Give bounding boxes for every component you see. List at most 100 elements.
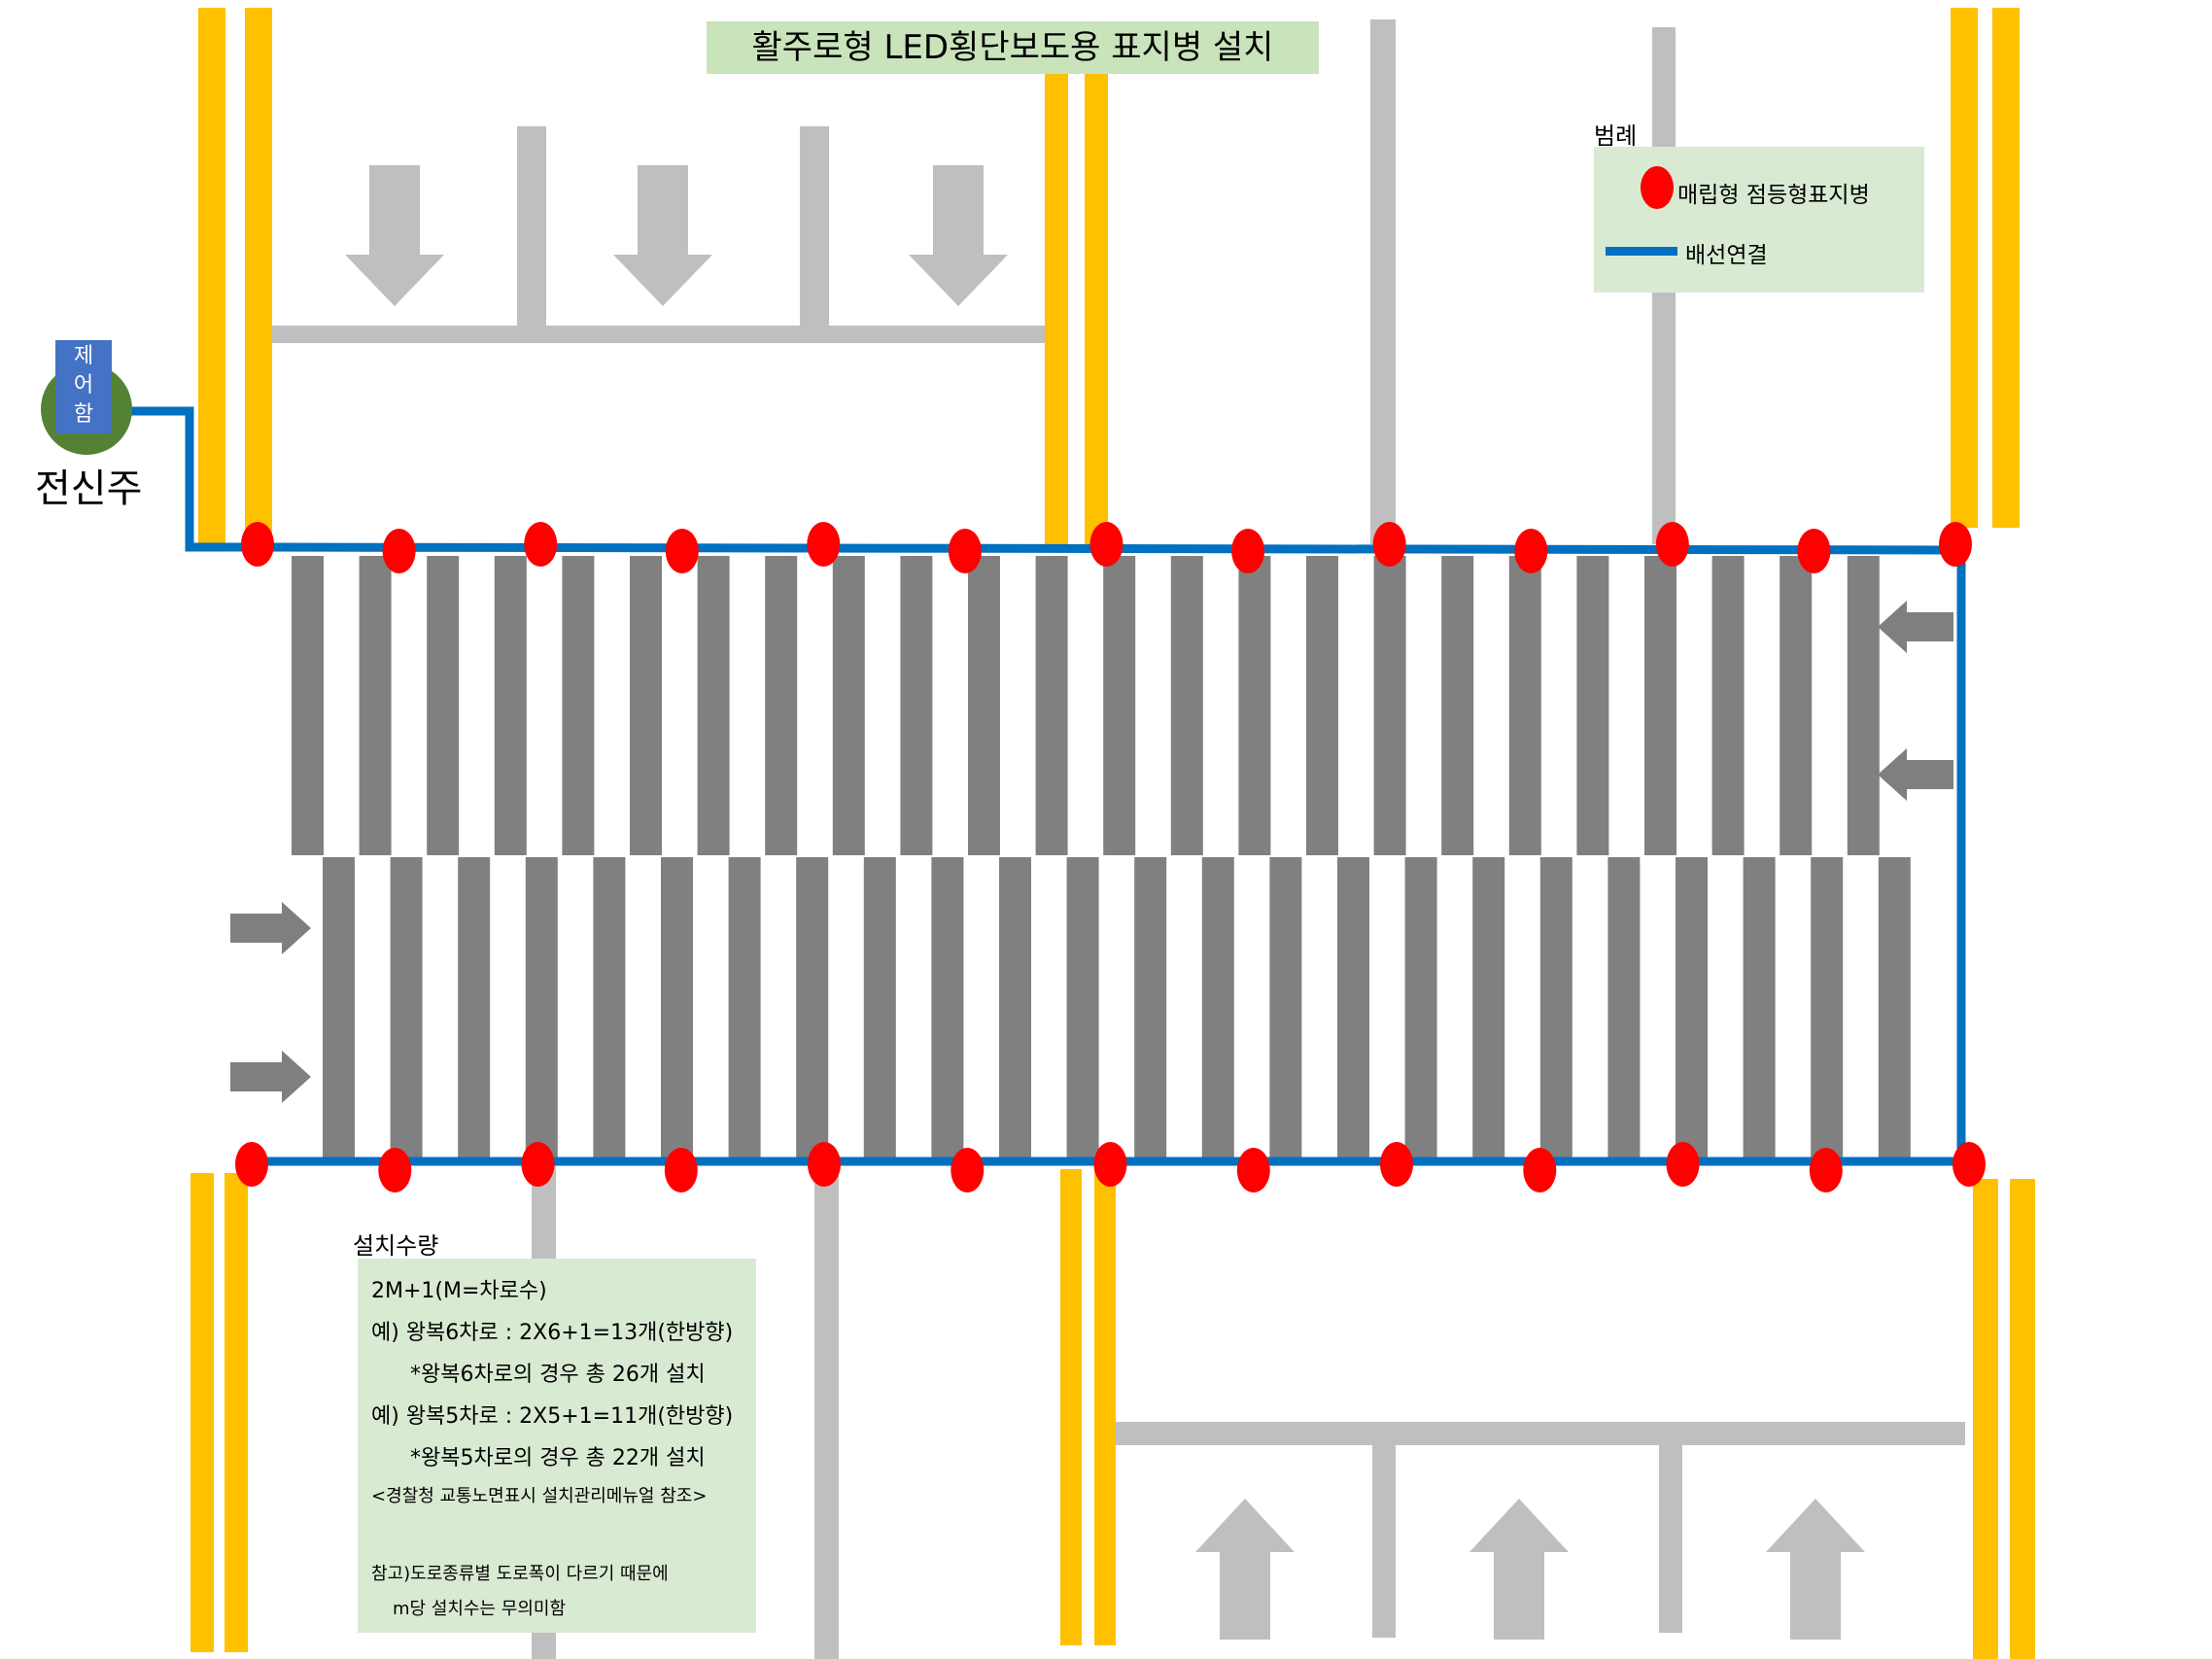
crosswalk-stripe [1134,857,1167,1158]
crosswalk-stripe [525,857,558,1158]
direction-arrows [230,165,1953,1640]
crosswalk-stripe [1269,857,1302,1158]
crosswalk-stripe [1238,556,1271,855]
led-stud [948,529,982,573]
crosswalk-stripe [1103,556,1136,855]
crosswalk-stripe [728,857,761,1158]
led-stud [1093,1142,1127,1187]
lane-divider [1659,1434,1682,1633]
led-stud [1655,522,1689,567]
led-stud [1089,522,1123,567]
center-line [225,1173,248,1652]
crosswalk-stripe [630,556,662,855]
crosswalk-stripe [427,556,460,855]
crosswalk-stripe [765,556,798,855]
quantity-heading: 설치수량 [353,1232,439,1260]
pole-label: 전신주 [35,467,143,511]
crosswalk-stripe [900,556,933,855]
quantity-note: *왕복6차로의 경우 총 26개 설치 [410,1363,706,1387]
quantity-example: 예) 왕복5차로 : 2X5+1=11개(한방향) [371,1404,734,1429]
crosswalk-stripe [1539,857,1573,1158]
crosswalk-stripe [1607,857,1641,1158]
center-line [1951,8,1978,528]
crosswalk-stripe [1878,857,1911,1158]
crosswalk-stripe [1066,857,1099,1158]
quantity-panel: 2M+1(M=차로수) 예) 왕복6차로 : 2X6+1=13개(한방향) *왕… [358,1259,756,1633]
led-stud [1953,1142,1986,1187]
crosswalk-stripe [1711,556,1745,855]
arrow-right-icon [230,1051,311,1103]
led-stud [1523,1148,1557,1192]
led-studs [235,522,1986,1192]
arrow-down-icon [909,165,1008,306]
lane-divider [800,126,829,335]
crosswalk-stripes [292,556,1911,1158]
center-line [190,1173,214,1652]
yellow-center-lines [190,8,2035,1659]
lane-divider [1372,1434,1396,1638]
center-line [1973,1179,1998,1659]
crosswalk-stripe [458,857,491,1158]
crosswalk-stripe [1035,556,1068,855]
led-stud [1231,529,1265,573]
crosswalk-stripe [1847,556,1880,855]
crosswalk-stripe [494,556,527,855]
center-line [1992,8,2020,528]
led-stud [665,529,699,573]
lane-divider [517,126,546,335]
stop-line-bottom [1115,1422,1965,1445]
crosswalk-stripe [390,857,423,1158]
center-line [1085,73,1108,547]
led-stud [1666,1142,1700,1187]
lane-divider [814,1161,839,1659]
arrow-right-icon [230,902,311,954]
led-stud [378,1148,412,1192]
crosswalk-stripe [1404,857,1437,1158]
crosswalk-stripe [1508,556,1541,855]
crosswalk-stripe [697,556,730,855]
crosswalk-stripe [1170,556,1203,855]
led-stud [950,1148,985,1192]
led-stud [664,1148,698,1192]
led-stud [807,522,841,567]
crosswalk-stripe [999,857,1031,1158]
led-stud [1236,1148,1270,1192]
legend-item-wiring: 배선연결 [1685,243,1768,268]
led-stud [1809,1148,1843,1192]
lane-divider [1370,19,1396,544]
arrow-left-icon [1878,748,1953,801]
center-line [245,8,272,547]
legend-heading: 범례 [1594,122,1638,150]
led-stud [1797,529,1831,573]
led-stud [235,1142,268,1187]
led-stud [1514,529,1548,573]
led-stud [241,522,274,567]
crosswalk-stripe [593,857,626,1158]
crosswalk-stripe [1743,857,1776,1158]
crosswalk-stripe [1811,857,1844,1158]
quantity-example: 예) 왕복6차로 : 2X6+1=13개(한방향) [371,1321,734,1345]
wiring-feed [128,406,262,552]
arrow-down-icon [613,165,712,306]
quantity-formula: 2M+1(M=차로수) [371,1279,547,1303]
led-stud [521,1142,555,1187]
arrow-up-icon [1195,1499,1295,1640]
center-line [1045,73,1068,547]
crosswalk-stripe [661,857,693,1158]
arrow-up-icon [1469,1499,1569,1640]
crosswalk-stripe [863,857,896,1158]
legend: 매립형 점등형표지병 배선연결 [1594,147,1924,293]
quantity-remark: m당 설치수는 무의미함 [393,1599,567,1619]
control-box: 제 어 함 [55,340,112,433]
crosswalk-stripe [1337,857,1369,1158]
led-stud [808,1142,841,1187]
crosswalk-stripe [1644,556,1676,855]
quantity-remark: 참고)도로종류별 도로폭이 다르기 때문에 [371,1564,669,1584]
red-dot-icon [1641,166,1674,209]
crosswalk-stripe [968,556,1000,855]
legend-item-stud: 매립형 점등형표지병 [1677,183,1870,208]
crosswalk-stripe [323,857,355,1158]
crosswalk-stripe [1373,556,1406,855]
center-line [2010,1179,2035,1659]
